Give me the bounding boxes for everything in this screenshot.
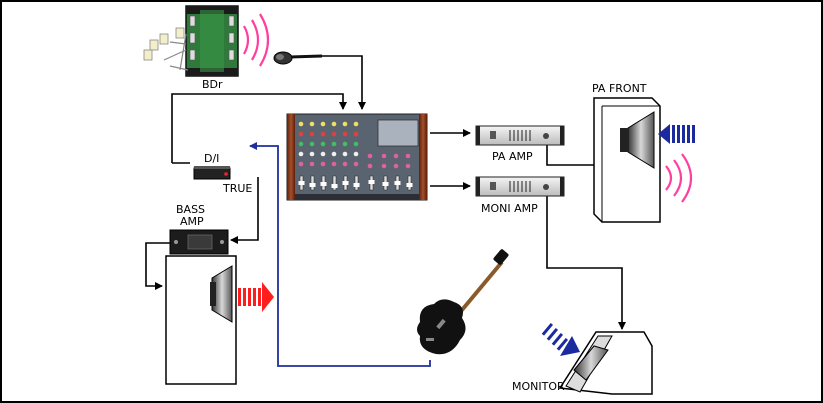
mixer-knob [342, 121, 348, 127]
bass-drum-icon [143, 5, 239, 77]
signal-lines [145, 55, 626, 330]
moni-amp-label: MONI AMP [481, 202, 538, 215]
mixing-console-icon [286, 113, 428, 201]
amp-to-cabinet-line [145, 242, 170, 290]
bass-drum-label: BDr [202, 78, 223, 91]
di-thru-to-bass-amp-line [230, 177, 259, 244]
mixer-knob [405, 153, 411, 159]
pa-sound-waves [665, 153, 693, 203]
monitor-label: MONITOR [512, 380, 565, 393]
pa-speaker-icon [593, 97, 661, 223]
mixer-knob [331, 161, 337, 167]
mixer-fader-caps [298, 180, 413, 188]
mixer-knob [331, 141, 337, 147]
bass-cable [249, 142, 431, 367]
mixer-knob [331, 121, 337, 127]
mixer-knobs [298, 121, 411, 169]
bass-amp-label-line1: BASS [176, 203, 205, 216]
mixer-knob [393, 153, 399, 159]
mixer-knob [353, 131, 359, 137]
moni-amp-to-monitor-line [546, 196, 626, 330]
pa-input-arrow [658, 124, 695, 144]
mixer-knob [320, 121, 326, 127]
drum-sound-waves [243, 13, 270, 67]
mixer-knob [298, 131, 304, 137]
mixer-knob [331, 151, 337, 157]
speaker-cabinet-icon [165, 255, 237, 385]
mixer-knob [298, 161, 304, 167]
mixer-knob [309, 151, 315, 157]
mixer-knob [320, 161, 326, 167]
pa-amp-to-pa-front-line [546, 145, 611, 169]
mixer-knob [353, 151, 359, 157]
bass-amp-sound-arrow [238, 282, 274, 312]
di-box-label: D/I [204, 152, 219, 165]
mixer-knob [309, 141, 315, 147]
mixer-knob [331, 131, 337, 137]
mixer-knob [320, 151, 326, 157]
mixer-knob [309, 121, 315, 127]
mixer-knob [320, 131, 326, 137]
mixer-knob [342, 151, 348, 157]
di-through-label: TRUE [222, 182, 252, 195]
di-box-icon [193, 166, 231, 180]
mixer-knob [298, 121, 304, 127]
mixer-knob [405, 163, 411, 169]
moni-amp-icon [475, 176, 565, 197]
mixer-knob [353, 141, 359, 147]
floor-monitor-icon [558, 331, 653, 395]
mixer-knob [342, 131, 348, 137]
mixer-knob [393, 163, 399, 169]
bass-amp-label-line2: AMP [180, 215, 204, 228]
mixer-knob [342, 141, 348, 147]
mixer-knob [309, 131, 315, 137]
bass-guitar-icon [417, 249, 509, 355]
pa-amp-label: PA AMP [492, 150, 533, 163]
mixer-knob [381, 153, 387, 159]
pa-amp-icon [475, 125, 565, 146]
mixer-knob [353, 121, 359, 127]
mixer-knob [367, 163, 373, 169]
mixer-knob [342, 161, 348, 167]
pa-front-label: PA FRONT [592, 82, 647, 95]
mixer-knob [320, 141, 326, 147]
mixer-knob [367, 153, 373, 159]
mixer-knob [298, 151, 304, 157]
mixer-knob [353, 161, 359, 167]
monitor-input-arrow [541, 322, 580, 356]
mixer-knob [298, 141, 304, 147]
mixer-knob [381, 163, 387, 169]
amp-head-icon [169, 229, 229, 255]
di-to-mixer-line [171, 93, 347, 163]
mixer-knob [309, 161, 315, 167]
microphone-icon [273, 51, 323, 65]
mic-to-mixer-line [322, 55, 366, 110]
